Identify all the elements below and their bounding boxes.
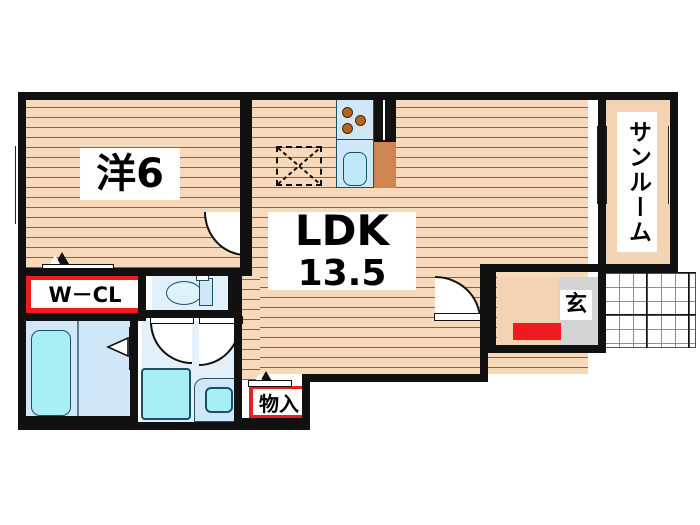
bath-door-arrow [106,336,132,358]
wall-sunroom-left [598,92,606,272]
wall-bath-washroom [130,321,138,424]
storage-label: 物入 [249,386,309,418]
wall-toilet-bottom [146,310,242,318]
kitchen-partition-wall [374,98,396,142]
washing-machine-pan [141,368,191,420]
wall-ldk-right-lower [480,270,488,376]
kitchen-partition-line [383,100,385,140]
storage-closet-opening [248,380,292,387]
stove-burner-3 [342,123,353,134]
sunroom-label: サンルーム [617,112,657,252]
wall-genkan-right [598,270,606,352]
stove-burner-2 [355,115,366,126]
ldk-label-line1: LDK [294,206,390,255]
ldk-hall-door-leaf[interactable] [434,313,482,321]
vanity-sink-bowl [205,387,233,413]
wall-toilet-right [228,268,242,314]
walk-in-closet-label-text: W－CL [31,280,139,308]
ldk-ceiling-diagonal [276,146,322,186]
wall-storage-bottom [240,418,310,430]
wall-wcl-right [138,268,146,321]
wall-bottom-left [18,422,310,430]
shoe-cabinet [513,323,561,340]
bath-divider-line [77,321,79,424]
wall-sunroom-bottom [598,264,678,272]
sunroom-label-text: サンルーム [624,119,651,245]
genkan-label: 玄 [560,290,592,320]
stove-burner-1 [342,107,353,118]
wall-bottom-step [302,374,310,430]
wall-bedroom-bottom [18,268,252,276]
wall-ldk-hall-top [480,264,606,272]
ldk-ceiling-outline [276,146,322,186]
wall-right [670,92,678,272]
bedroom-label-text: 洋6 [96,151,164,197]
storage-label-text: 物入 [253,389,305,416]
ldk-label-line2: 13.5 [297,253,387,294]
bathtub [31,330,71,416]
wall-wcl-bottom [18,313,146,321]
kitchen-counter [374,142,396,188]
wall-left [18,92,26,430]
wall-hall-bottom [488,345,606,353]
wall-bedroom-ldk [240,92,252,274]
wall-top [18,92,678,100]
bedroom-closet-marker [50,252,69,264]
kitchen-stove [336,98,374,140]
outdoor-porch-grid-major [604,272,696,348]
walk-in-closet-label: W－CL [24,275,146,313]
wall-corridor-right [234,314,242,426]
bedroom-label: 洋6 [80,148,180,200]
ldk-label: LDK 13.5 [268,206,416,294]
wall-bath-bottom-strip [18,416,138,424]
genkan-label-text: 玄 [564,292,587,317]
kitchen-sink-bowl [343,152,367,186]
wall-ldk-bottom [302,374,488,382]
ldk-floor-lower [240,270,260,380]
toilet-tank [199,278,213,306]
toilet-bowl [166,281,202,305]
wall-hall-left [488,270,496,352]
